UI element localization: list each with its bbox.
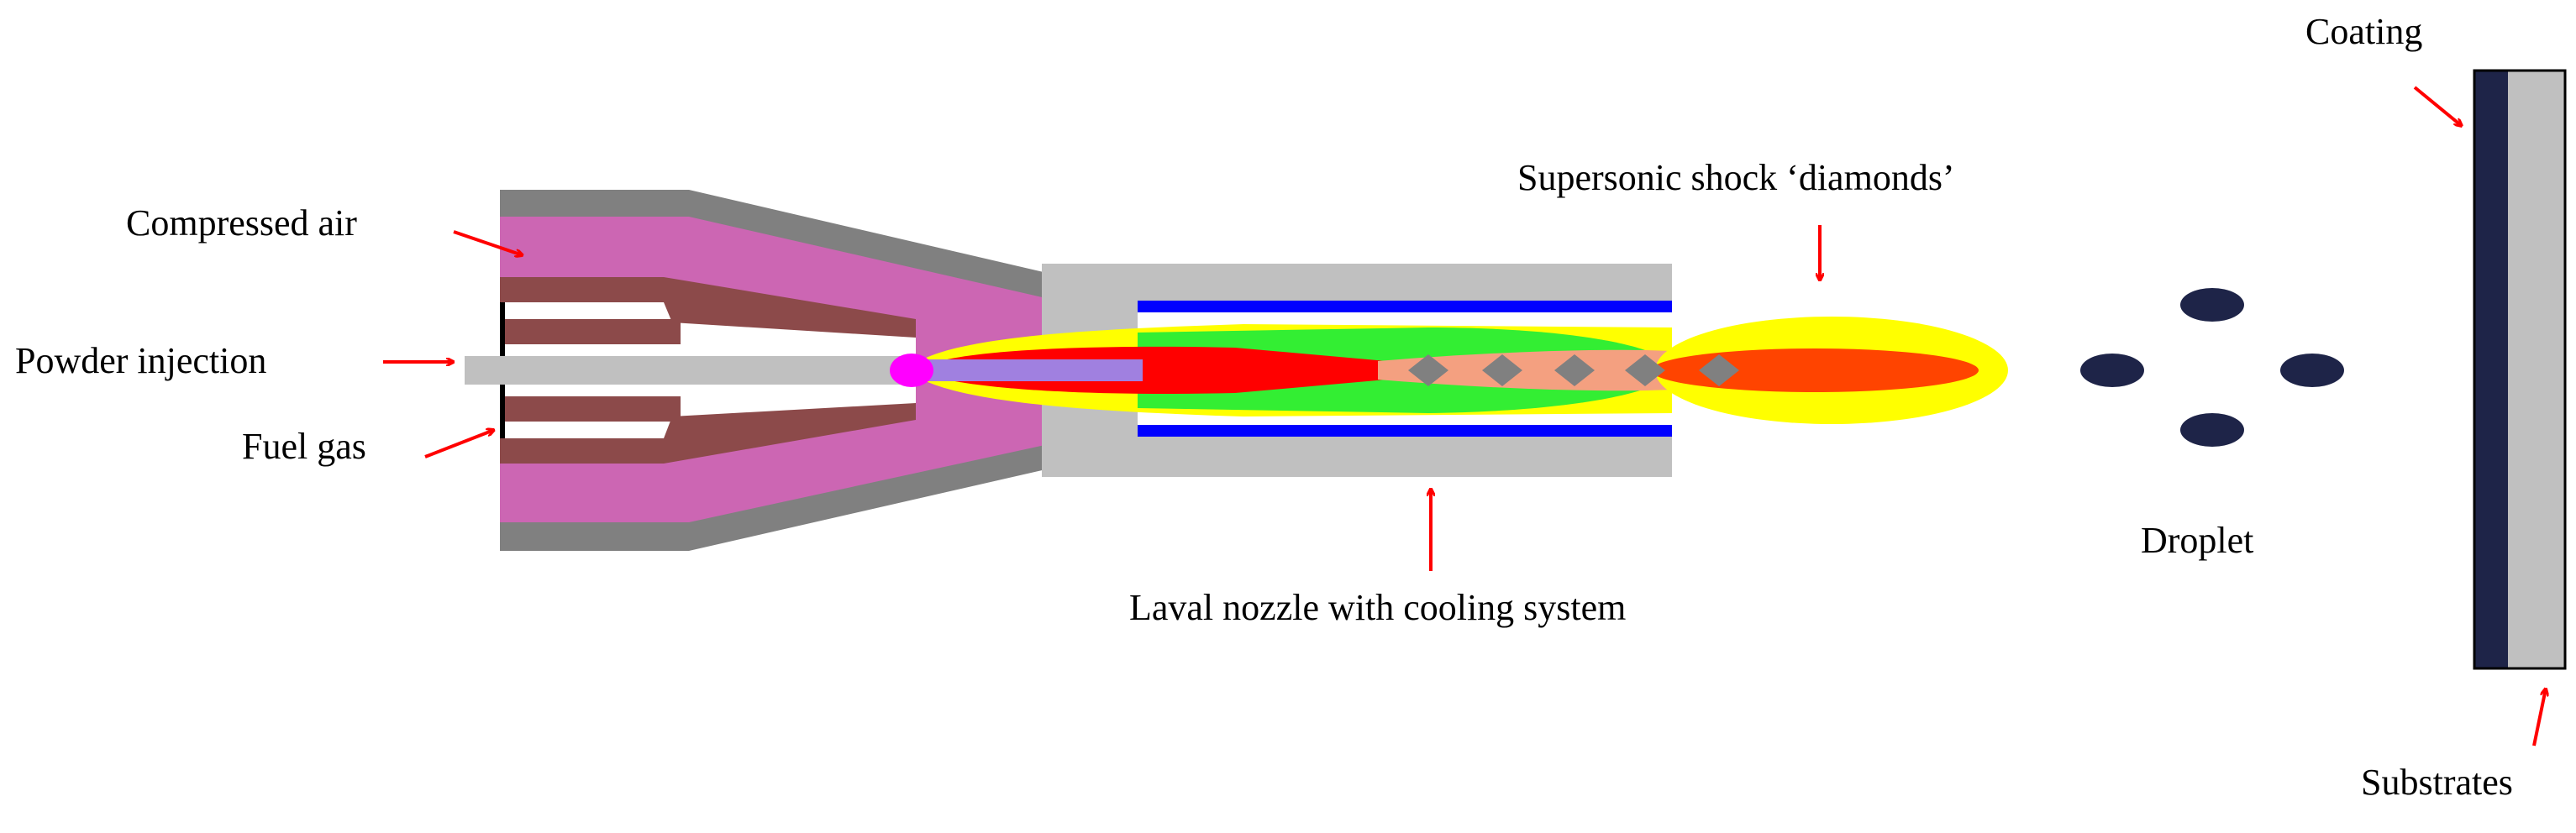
label-compressed-air: Compressed air [126, 202, 357, 244]
arrow-substrates [2532, 689, 2546, 747]
shock-zone [1378, 349, 1672, 391]
label-laval-nozzle: Laval nozzle with cooling system [1129, 587, 1627, 628]
droplet [2080, 354, 2144, 387]
label-droplet: Droplet [2141, 520, 2254, 561]
powder-particle [890, 354, 933, 387]
chamber-partition-top [500, 319, 681, 344]
arrow-fuel-gas [424, 430, 494, 458]
label-fuel-gas: Fuel gas [242, 426, 366, 467]
coating-layer [2474, 71, 2508, 668]
shock-diamond [1482, 354, 1522, 386]
chamber-partition-bottom [500, 396, 681, 422]
droplet [2180, 288, 2244, 322]
cooling-channel-bottom [1138, 425, 1672, 437]
flame-red-core [916, 346, 1386, 394]
label-substrates: Substrates [2361, 762, 2513, 803]
pointer-arrows [383, 86, 2546, 747]
powder-stream [916, 359, 1143, 381]
label-powder-injection: Powder injection [15, 340, 267, 381]
shock-diamond [1554, 354, 1595, 386]
shock-diamond [1408, 354, 1448, 386]
droplets [2080, 288, 2344, 447]
shock-diamond [1699, 354, 1739, 386]
droplet [2280, 354, 2344, 387]
cooling-channel-top [1138, 301, 1672, 312]
shock-diamond [1625, 354, 1665, 386]
substrate-outline [2473, 69, 2567, 670]
powder-injection-tube [465, 356, 910, 385]
arrow-compressed-air [453, 230, 523, 255]
substrate-plate [2508, 71, 2565, 668]
label-shock-diamonds: Supersonic shock ‘diamonds’ [1517, 157, 1955, 198]
arrow-coating [2413, 86, 2462, 126]
label-coating: Coating [2305, 11, 2423, 52]
exit-flame-core [1651, 348, 1979, 392]
droplet [2180, 413, 2244, 447]
shock-diamonds [1408, 354, 1739, 386]
